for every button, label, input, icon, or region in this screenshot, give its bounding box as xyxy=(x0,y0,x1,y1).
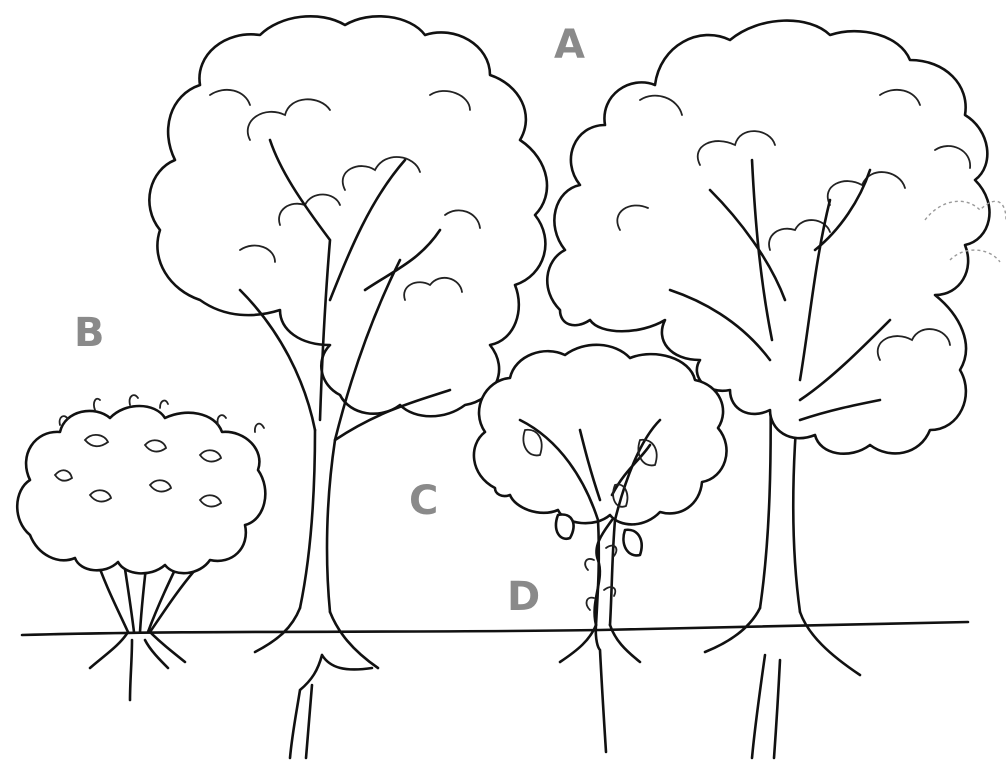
climber-d-leaf-large-left xyxy=(556,515,574,539)
tree-a-left-canopy xyxy=(149,16,547,416)
understory-tree-c-roots xyxy=(560,625,640,752)
label-d: D xyxy=(507,574,540,620)
understory-tree-c xyxy=(474,345,727,752)
shrub-b xyxy=(17,395,265,700)
tree-a-left-trunk xyxy=(300,430,335,612)
shrub-b-canopy xyxy=(17,406,265,573)
ground-line xyxy=(22,622,968,635)
climber-d-leaf-large-right xyxy=(623,530,641,556)
label-c: C xyxy=(409,478,438,524)
label-a: A xyxy=(554,22,585,68)
shrub-b-roots xyxy=(90,632,185,700)
tree-a-right-roots xyxy=(705,608,860,758)
tree-a-left xyxy=(149,16,547,758)
label-b: B xyxy=(74,310,105,356)
